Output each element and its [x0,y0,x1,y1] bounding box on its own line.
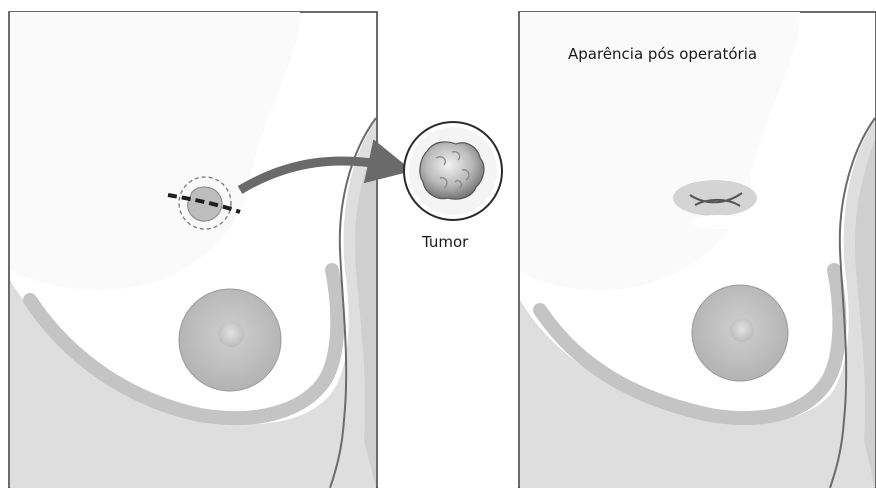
right-nipple [730,318,754,342]
left-nipple [218,321,244,347]
right-panel [519,12,876,488]
tumor-label: Tumor [422,233,468,251]
post-operative-label: Aparência pós operatória [568,45,757,63]
tumor-icon [420,142,484,199]
left-panel [9,12,377,488]
post-op-dimple [673,180,757,216]
tumor-callout [404,122,502,220]
post-op-highlight [692,215,744,229]
